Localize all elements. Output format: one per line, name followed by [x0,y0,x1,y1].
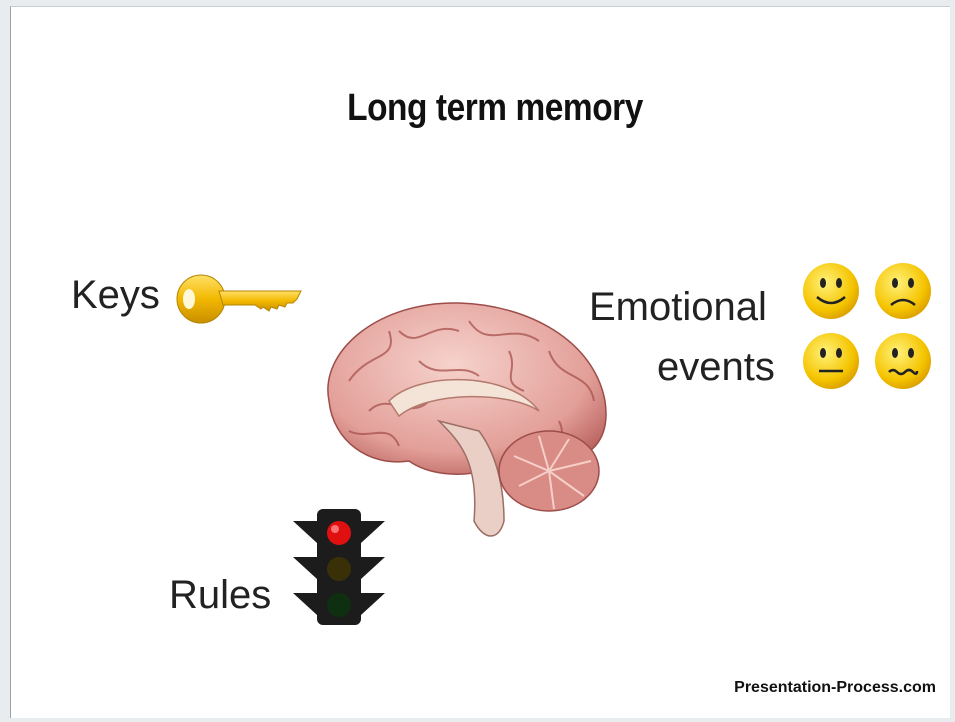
slide: Long term memory Keys [10,6,950,718]
emotional-label-line2: events [657,345,775,389]
credit-text: Presentation-Process.com [734,679,936,696]
emotional-label-line1: Emotional [589,285,767,329]
keys-label: Keys [71,273,160,317]
rules-label: Rules [169,573,272,617]
traffic-light-icon [293,509,385,625]
brain-illustration [327,302,607,537]
key-icon [176,274,302,324]
happy-smiley-icon [803,263,859,319]
sad-smiley-icon [875,263,931,319]
slide-title: Long term memory [347,87,643,129]
neutral-smiley-icon [803,333,859,389]
wavy-smiley-icon [875,333,931,389]
